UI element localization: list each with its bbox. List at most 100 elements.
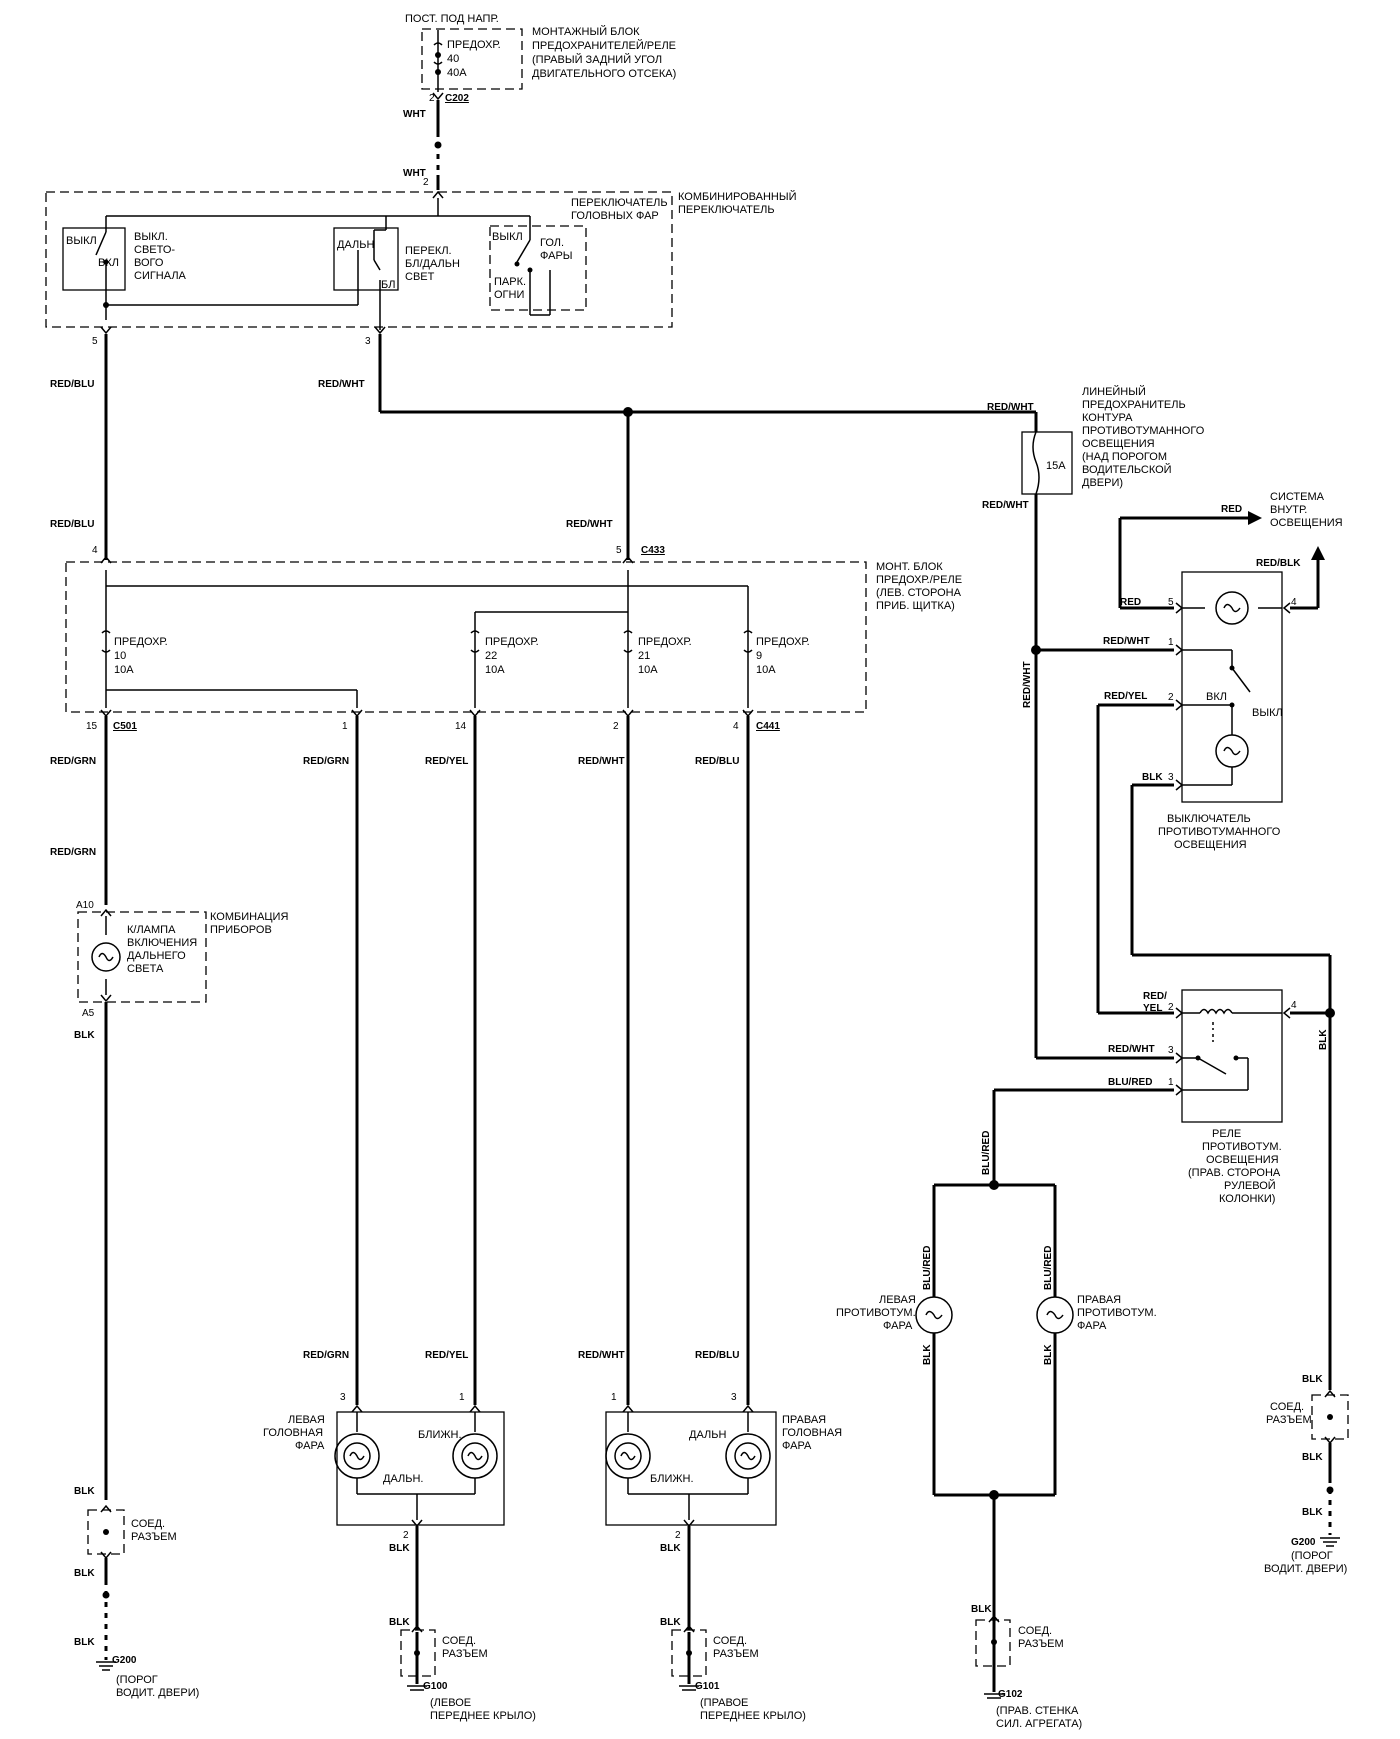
wire-red-wht-3: RED/WHT: [987, 402, 1034, 413]
power-label: ПОСТ. ПОД НАПР.: [405, 13, 499, 25]
dash-pin-in-left: 4: [92, 545, 98, 556]
flash-label-2: СВЕТО-: [134, 244, 175, 256]
wire-red-wht-1: RED/WHT: [318, 379, 365, 390]
fuse-10-num: 10: [114, 650, 126, 662]
cluster-pin-a10: A10: [76, 900, 94, 911]
left-hl-label-3: ФАРА: [295, 1440, 325, 1452]
wire-red-grn-2: RED/GRN: [50, 847, 96, 858]
right-fog-label-2: ПРОТИВОТУМ.: [1077, 1307, 1157, 1319]
flash-label-1: ВЫКЛ.: [134, 231, 168, 243]
flash-label-3: ВОГО: [134, 257, 164, 269]
wire-blk-g200-r-2: BLK: [1302, 1452, 1323, 1463]
g200-right-id: G200: [1291, 1537, 1316, 1548]
fog-switch-indicator-icon: [1215, 591, 1249, 625]
wire-blk-g101-2: BLK: [660, 1617, 681, 1628]
fog-light-relay: RED/ YEL 2 4 BLK RED/WHT 3 BLU/RED 1 BLU…: [981, 955, 1335, 1390]
wire-red-wht-5: RED/WHT: [578, 756, 625, 767]
flash-on-label: ВКЛ: [98, 257, 119, 269]
headlight-switch-label-2: ГОЛОВНЫХ ФАР: [571, 210, 659, 222]
inline-fuse-label-8: ДВЕРИ): [1082, 477, 1123, 489]
left-hl-low-label: БЛИЖН.: [418, 1429, 462, 1441]
combo-pin-3: 3: [365, 336, 371, 347]
fuse-40-rating: 40A: [447, 67, 467, 79]
fuse-40-name: ПРЕДОХР.: [447, 39, 501, 51]
arrow-up-icon: [1311, 546, 1325, 560]
left-fog-label-2: ПРОТИВОТУМ.: [836, 1307, 916, 1319]
g101-desc-2: ПЕРЕДНЕЕ КРЫЛО): [700, 1710, 806, 1722]
inline-fuse-label-1: ЛИНЕЙНЫЙ: [1082, 385, 1146, 398]
inline-fuse-label-7: ВОДИТЕЛЬСКОЙ: [1082, 463, 1172, 476]
wire-blu-red-left: BLU/RED: [922, 1246, 933, 1290]
cluster-lamp-label-1: К/ЛАМПА: [127, 924, 176, 936]
g100-desc-2: ПЕРЕДНЕЕ КРЫЛО): [430, 1710, 536, 1722]
ground-g200-left: BLK СОЕД. РАЗЪЕМ BLK BLK G200 (ПОРОГ ВОД…: [74, 1486, 199, 1699]
g100-id: G100: [423, 1681, 448, 1692]
instrument-cluster: A10 К/ЛАМПА ВКЛЮЧЕНИЯ ДАЛЬНЕГО СВЕТА КОМ…: [74, 900, 288, 1500]
fog-sw-pin-1: 1: [1168, 637, 1174, 648]
left-headlight: 3 1 ДАЛЬН. БЛИЖН. ЛЕВАЯ ГОЛОВНАЯ ФАРА 2 …: [263, 1392, 536, 1722]
fuse-40-num: 40: [447, 53, 459, 65]
wire-red-blk: RED/BLK: [1256, 558, 1301, 569]
g100-desc-1: (ЛЕВОЕ: [430, 1697, 471, 1709]
high-beam-indicator-icon: [91, 942, 121, 972]
dash-pin-out-2: 2: [613, 721, 619, 732]
fog-sw-pin-4: 4: [1291, 597, 1297, 608]
wire-blk-fogsw: BLK: [1142, 772, 1163, 783]
wire-red-wht-4: RED/WHT: [982, 500, 1029, 511]
inline-fuse-label-2: ПРЕДОХРАНИТЕЛЬ: [1082, 399, 1186, 411]
relay-label-1: РЕЛЕ: [1212, 1128, 1241, 1140]
engine-fusebox: ПОСТ. ПОД НАПР. ПРЕДОХР. 40 40A МОНТАЖНЫ…: [403, 13, 676, 190]
fuse-40-box: [421, 28, 523, 90]
hl-off-label: ВЫКЛ: [492, 231, 523, 243]
right-hl-pin-3: 3: [731, 1392, 737, 1403]
left-hl-pin-2: 2: [403, 1530, 409, 1541]
wire-yel: YEL: [1143, 1003, 1162, 1014]
fog-sw-off-label: ВЫКЛ: [1252, 707, 1283, 719]
fuse-22-word: ПРЕДОХР.: [485, 636, 539, 648]
conn-g100-label-2: РАЗЪЕМ: [442, 1648, 488, 1660]
combo-pin-in: 2: [423, 177, 429, 188]
inline-fuse-label-5: ОСВЕЩЕНИЯ: [1082, 438, 1155, 450]
dash-fusebox: 4 5 C433 МОНТ. БЛОК ПРЕДОХР./РЕЛЕ (ЛЕВ. …: [65, 545, 962, 732]
cluster-label-2: ПРИБОРОВ: [210, 924, 272, 936]
dash-pin-out-14: 14: [455, 721, 467, 732]
right-hl-label-3: ФАРА: [782, 1440, 812, 1452]
flash-label-4: СИГНАЛА: [134, 270, 187, 282]
wire-blu-red-2: BLU/RED: [981, 1131, 992, 1175]
wire-blk-relay: BLK: [1318, 1029, 1329, 1050]
c202-pin: 2: [429, 93, 435, 104]
wire-red-yel-3: RED/YEL: [1104, 691, 1147, 702]
fuse-9-num: 9: [756, 650, 762, 662]
right-fog-label-3: ФАРА: [1077, 1320, 1107, 1332]
relay-label-3: ОСВЕЩЕНИЯ: [1206, 1154, 1279, 1166]
wire-blk-g200-l-1: BLK: [74, 1486, 95, 1497]
combo-switch-title-2: ПЕРЕКЛЮЧАТЕЛЬ: [678, 204, 775, 216]
headlight-switch: [489, 225, 587, 311]
dash-fusebox-label-2: ПРЕДОХР./РЕЛЕ: [876, 574, 962, 586]
hl-head-label-2: ФАРЫ: [540, 250, 573, 262]
relay-label-5: РУЛЕВОЙ: [1224, 1179, 1276, 1192]
g200-left-id: G200: [112, 1655, 137, 1666]
inline-fuse-15a: [1021, 431, 1073, 495]
conn-g100-label-1: СОЕД.: [442, 1635, 476, 1647]
c202-connector: C202: [445, 93, 469, 104]
relay-pin-1: 1: [1168, 1077, 1174, 1088]
dimmer-high-label: ДАЛЬН: [337, 239, 374, 251]
interior-label-3: ОСВЕЩЕНИЯ: [1270, 517, 1343, 529]
fog-sw-pin-2: 2: [1168, 692, 1174, 703]
headlight-switch-label-1: ПЕРЕКЛЮЧАТЕЛЬ: [571, 197, 668, 209]
wire-red-wht-2: RED/WHT: [566, 519, 613, 530]
interior-label-2: ВНУТР.: [1270, 504, 1307, 516]
cluster-lamp-label-2: ВКЛЮЧЕНИЯ: [127, 937, 197, 949]
dimmer-label-3: СВЕТ: [405, 271, 435, 283]
hl-park-label-1: ПАРК.: [494, 276, 526, 288]
fuse-9: ПРЕДОХР. 9 10A: [743, 630, 810, 676]
combo-pin-5: 5: [92, 336, 98, 347]
left-hl-pin-3: 3: [340, 1392, 346, 1403]
g101-id: G101: [695, 1681, 720, 1692]
fusebox-top-label-2: ПРЕДОХРАНИТЕЛЕЙ/РЕЛЕ: [532, 39, 676, 52]
dash-pin-out-1: 1: [342, 721, 348, 732]
conn-g102-label-2: РАЗЪЕМ: [1018, 1638, 1064, 1650]
cluster-label-1: КОМБИНАЦИЯ: [210, 911, 288, 923]
